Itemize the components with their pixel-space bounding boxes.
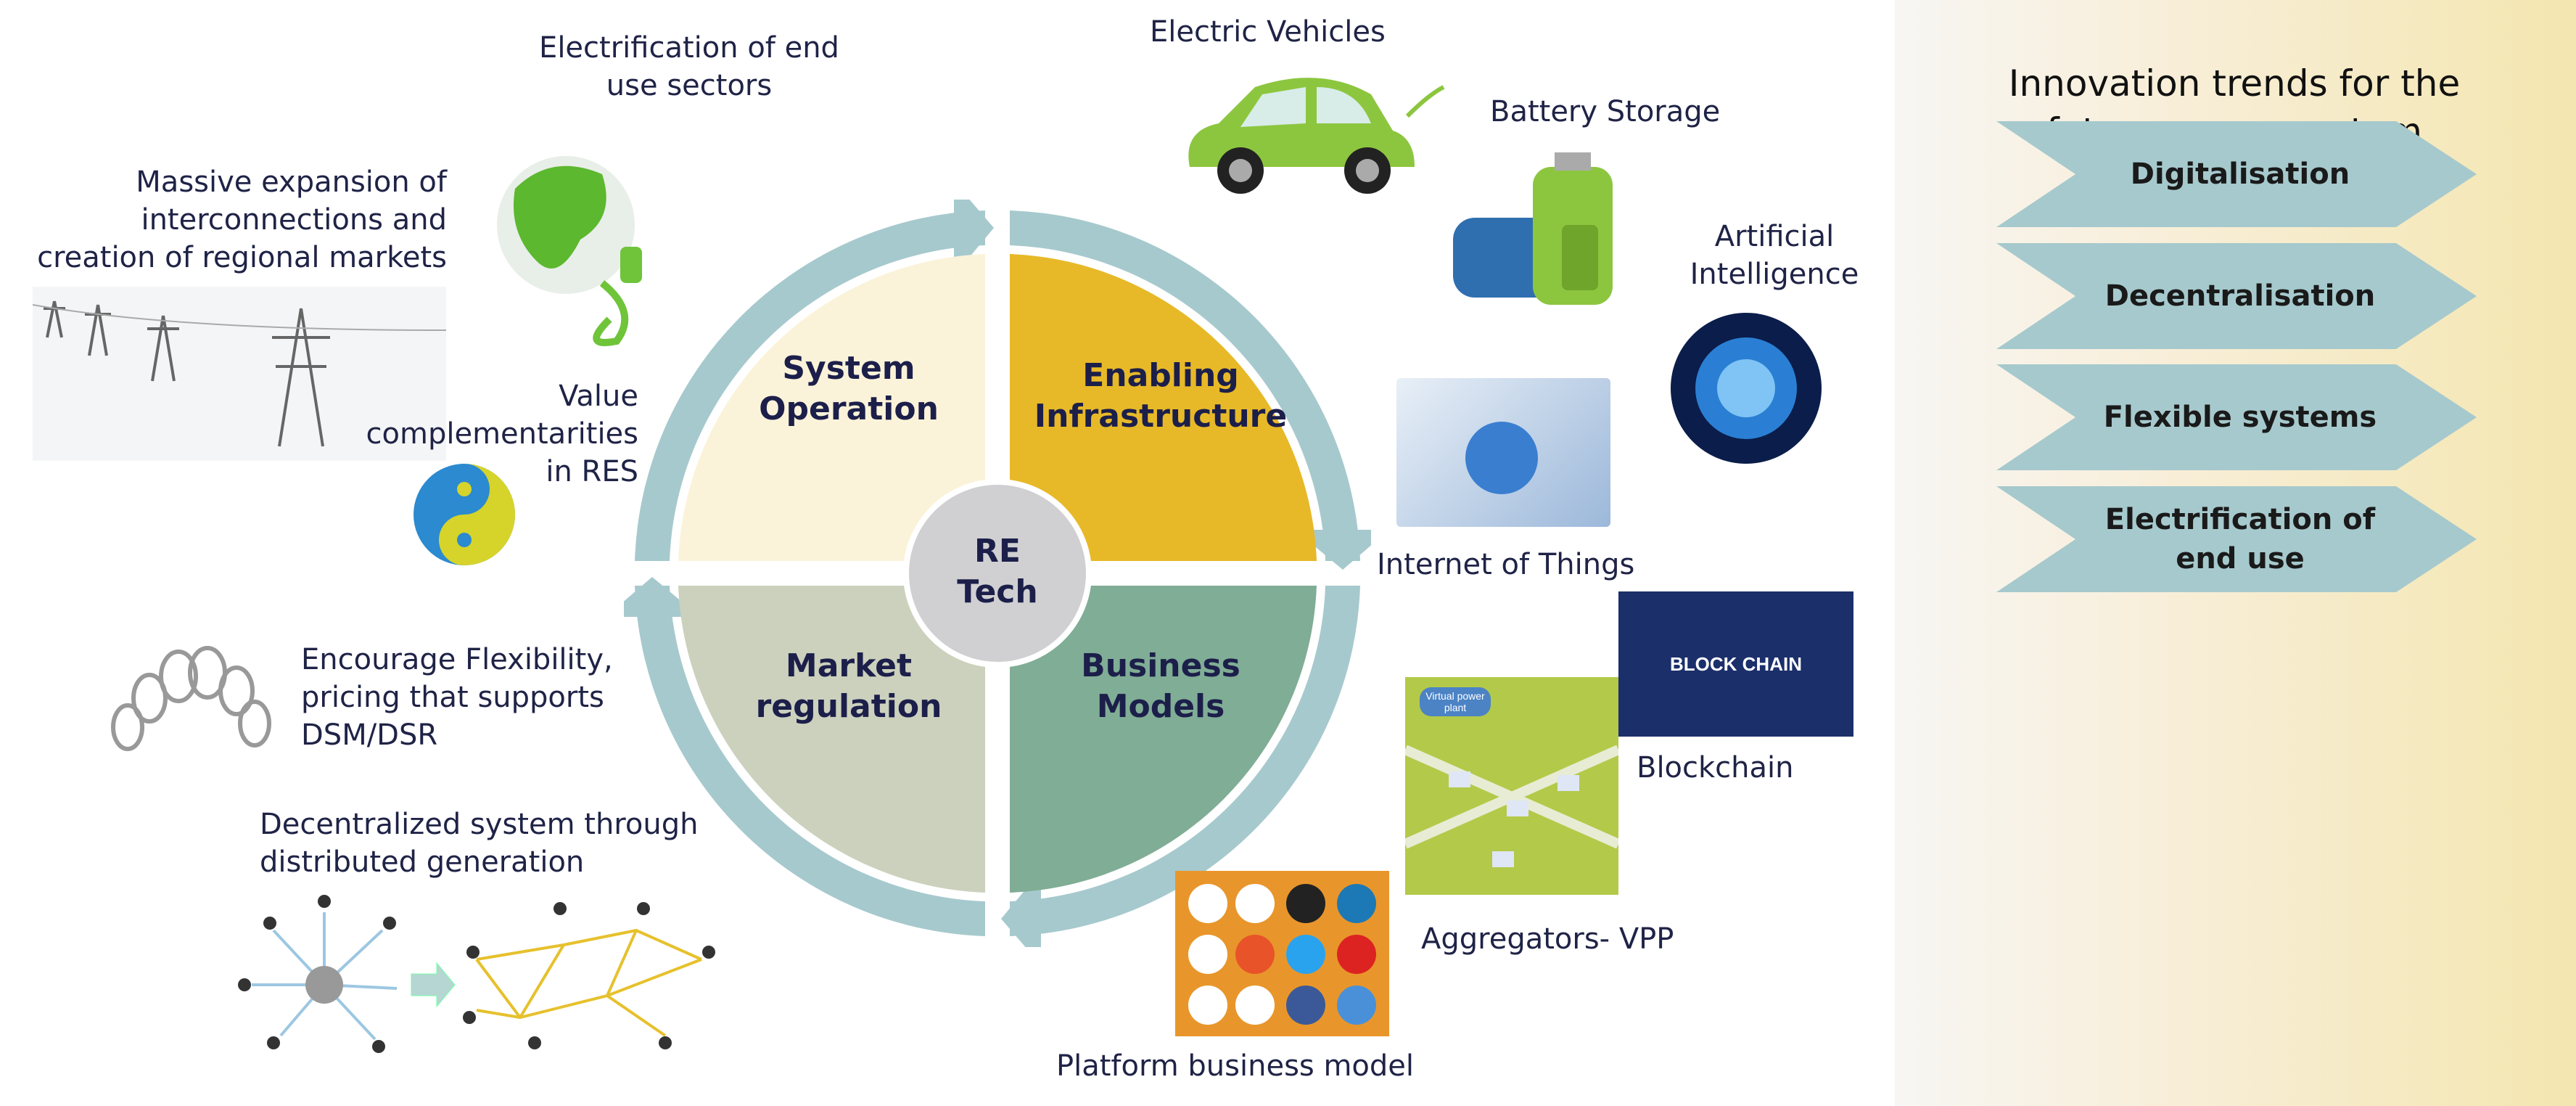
cycle-diagram [624,200,1371,947]
trend-decentralisation: Decentralisation [1996,243,2477,349]
chevron-shape [1996,121,2477,227]
quadrant-market-regulation [678,586,985,893]
label-line: RE [974,533,1021,570]
blockchain-label: Blockchain [1637,751,1794,785]
label-line: Encourage Flexibility, [301,643,613,676]
interconnections-label: Massive expansion of interconnections and… [0,163,447,276]
ring-arc-bottom-right [1010,586,1360,936]
vpp-roads [1405,745,1618,867]
globe-plug-image [497,156,642,346]
electric-vehicles-label: Electric Vehicles [1150,15,1386,49]
flexibility-label: Encourage Flexibility, pricing that suppo… [301,641,707,754]
chevron-shape [1996,243,2477,349]
virtual-power-plant-image: Virtual power plant [1405,677,1618,895]
quadrant-label-market-regulation: Market regulation [718,646,979,727]
power-pylons-image [33,287,446,461]
label-line: pricing that supports [301,681,604,714]
value-complementarities-label: Value complementarities in RES [276,377,638,491]
ring-arc-top-left [635,210,985,561]
label-line: Operation [759,390,939,427]
iot-globe-icon [1465,422,1538,494]
cycle-ring [624,200,1371,947]
quadrant-business-models [1010,586,1317,893]
trend-label: Electrification of [2104,503,2376,536]
trend-label: end use [2176,542,2305,575]
label-line: Market [785,647,913,684]
vpp-cloud-badge: Virtual power plant [1420,687,1491,716]
label-line: interconnections and [141,203,447,237]
quadrant-enabling-infrastructure [1010,254,1317,561]
label-line: System [782,350,915,387]
label-line: Models [1096,688,1225,725]
trend-label: Digitalisation [2130,157,2350,191]
platform-business-model-label: Platform business model [1056,1049,1415,1083]
title-line: Innovation trends for the [2008,62,2461,105]
platform-apps-image [1175,871,1389,1036]
trend-electrification-end-use: Electrification of end use [1996,486,2477,592]
ring-arc-top-right [1010,210,1360,561]
blockchain-image: BLOCK CHAIN [1618,591,1853,737]
label-line: use sectors [606,69,773,102]
aggregators-vpp-label: Aggregators- VPP [1421,922,1674,956]
trend-digitalisation: Digitalisation [1996,121,2477,227]
label-line: Decentralized system through [260,808,699,841]
internet-of-things-image [1396,378,1610,527]
label-line: Artificial [1714,220,1835,253]
label-line: complementarities [366,417,638,451]
ai-globe-image [1671,313,1822,464]
electric-car-image [1188,78,1445,194]
ring-arc-bottom-left [635,586,985,936]
label-line: Enabling [1082,357,1239,394]
chevron-shape [1996,486,2477,592]
label-line: Tech [957,573,1038,610]
yin-yang-icon [413,464,515,565]
label-line: Intelligence [1690,258,1859,291]
trend-flexible-systems: Flexible systems [1996,364,2477,470]
center-circle [903,479,1092,668]
transition-arrow [411,962,456,1008]
label-line: Massive expansion of [136,165,447,199]
label-line: Electrification of end [539,31,839,65]
label-line: Business [1081,647,1240,684]
decentralized-label: Decentralized system through distributed … [260,806,753,881]
label-line: Value [559,380,638,413]
central-node [305,966,343,1004]
label-line: Infrastructure [1034,398,1288,435]
label-line: creation of regional markets [37,241,447,274]
label-line: distributed generation [260,845,585,879]
app-icons-grid [1188,884,1376,1025]
trend-label: Flexible systems [2103,401,2377,434]
label-line: regulation [755,688,942,725]
battery-image [1453,152,1613,305]
distributed-network-diagram [238,895,715,1053]
trend-label: Decentralisation [2104,279,2376,313]
quadrant-system-operation [678,254,985,561]
electrification-label: Electrification of end use sectors [501,29,878,105]
label-line: in RES [546,455,638,488]
internet-of-things-label: Internet of Things [1377,548,1635,581]
spring-icon [111,646,271,751]
chevron-shape [1996,364,2477,470]
battery-storage-label: Battery Storage [1490,95,1721,128]
blockchain-image-text: BLOCK CHAIN [1670,652,1802,675]
label-line: DSM/DSR [301,718,438,752]
